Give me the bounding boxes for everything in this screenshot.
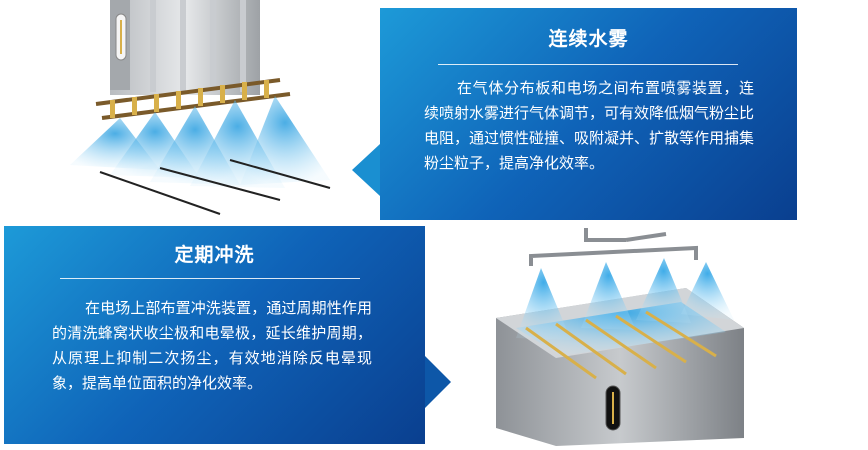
water-mist-spray-icon xyxy=(70,0,331,215)
water-mist-illustration xyxy=(40,0,340,220)
top-panel-pointer xyxy=(352,144,380,196)
continuous-mist-panel: 连续水雾 在气体分布板和电场之间布置喷雾装置，连续喷射水雾进行气体调节，可有效降… xyxy=(380,8,797,220)
periodic-flush-title: 定期冲洗 xyxy=(174,244,255,266)
flushing-illustration xyxy=(486,228,754,446)
flushing-device-icon xyxy=(496,228,744,446)
bottom-panel-pointer xyxy=(425,356,451,408)
continuous-mist-description: 在气体分布板和电场之间布置喷雾装置，连续喷射水雾进行气体调节，可有效降低烟气粉尘… xyxy=(424,79,755,172)
title-divider xyxy=(60,278,360,279)
periodic-flush-description: 在电场上部布置冲洗装置，通过周期性作用的清洗蜂窝状收尘极和电晕极，延长维护周期，… xyxy=(52,299,372,392)
title-divider xyxy=(438,64,738,65)
periodic-flush-panel: 定期冲洗 在电场上部布置冲洗装置，通过周期性作用的清洗蜂窝状收尘极和电晕极，延长… xyxy=(4,226,425,444)
continuous-mist-title: 连续水雾 xyxy=(548,28,629,50)
